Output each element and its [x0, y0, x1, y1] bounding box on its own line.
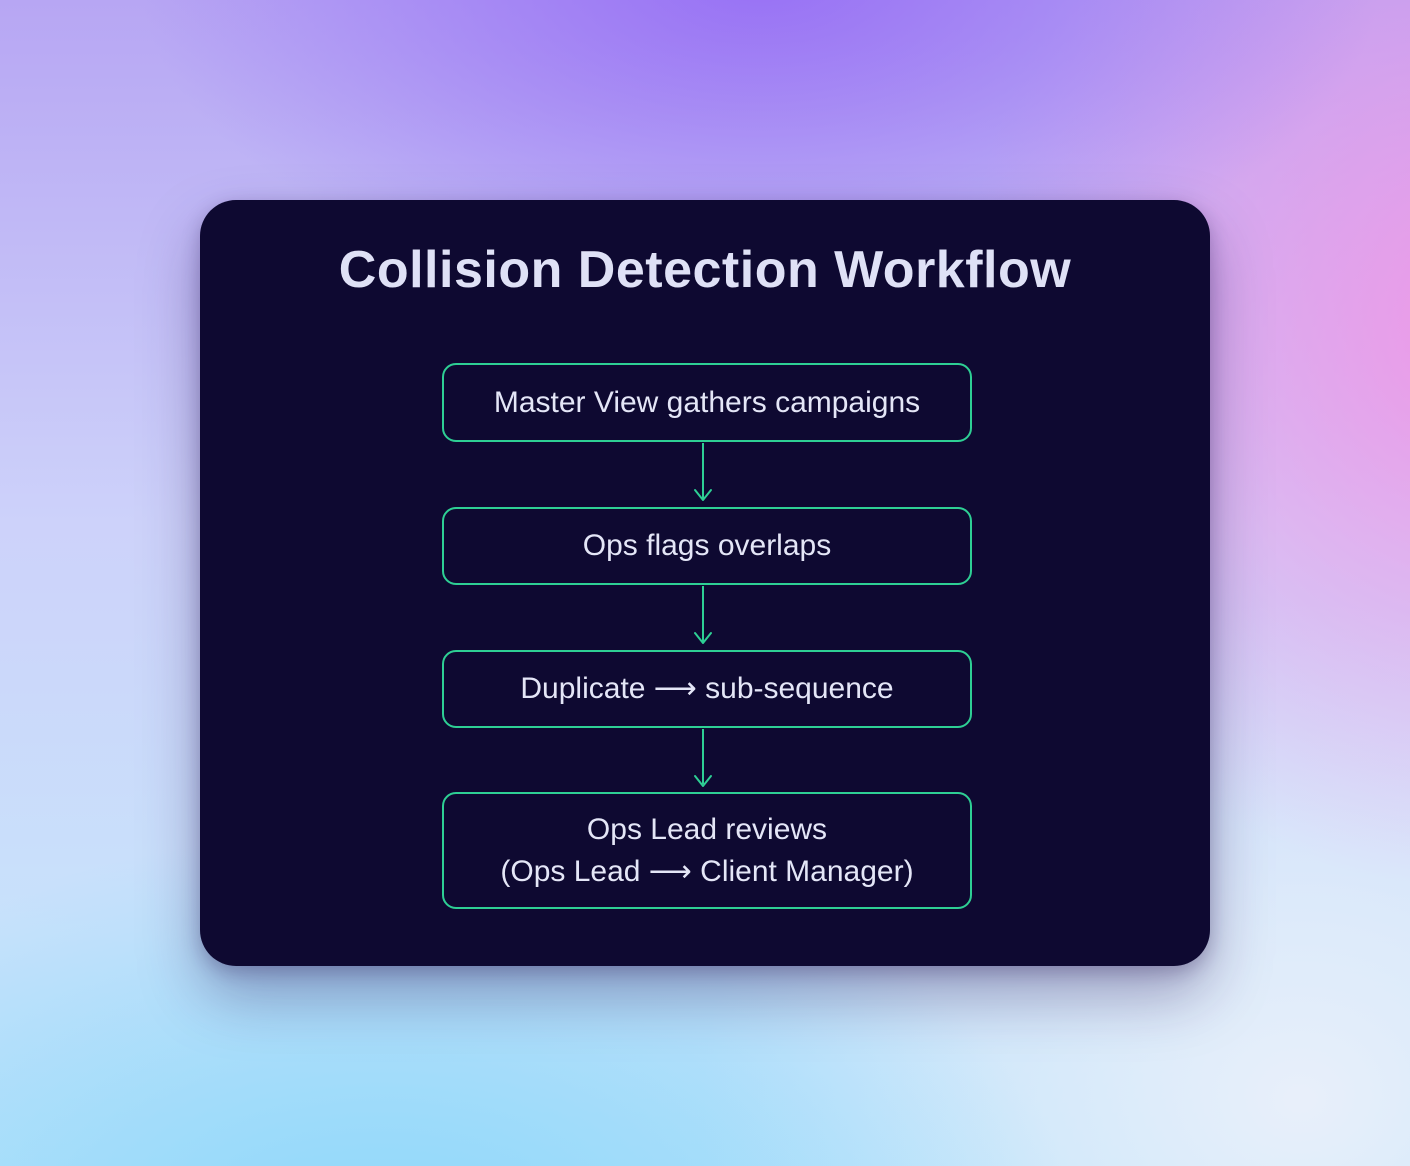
flow-node-master-view: Master View gathers campaigns — [442, 363, 972, 442]
flow-node-sublabel: (Ops Lead ⟶ Client Manager) — [500, 854, 914, 888]
flow-node-duplicate: Duplicate ⟶ sub-sequence — [442, 650, 972, 728]
flow-node-label: Ops Lead reviews — [586, 812, 828, 846]
flow-node-ops-flags: Ops flags overlaps — [442, 507, 972, 585]
flow-node-label: Master View gathers campaigns — [493, 385, 921, 419]
flow-node-ops-lead-review: Ops Lead reviews (Ops Lead ⟶ Client Mana… — [442, 792, 972, 909]
flow-node-label: Duplicate ⟶ sub-sequence — [520, 672, 894, 705]
diagram-title: Collision Detection Workflow — [338, 241, 1072, 299]
flow-node-label: Ops flags overlaps — [582, 529, 832, 562]
